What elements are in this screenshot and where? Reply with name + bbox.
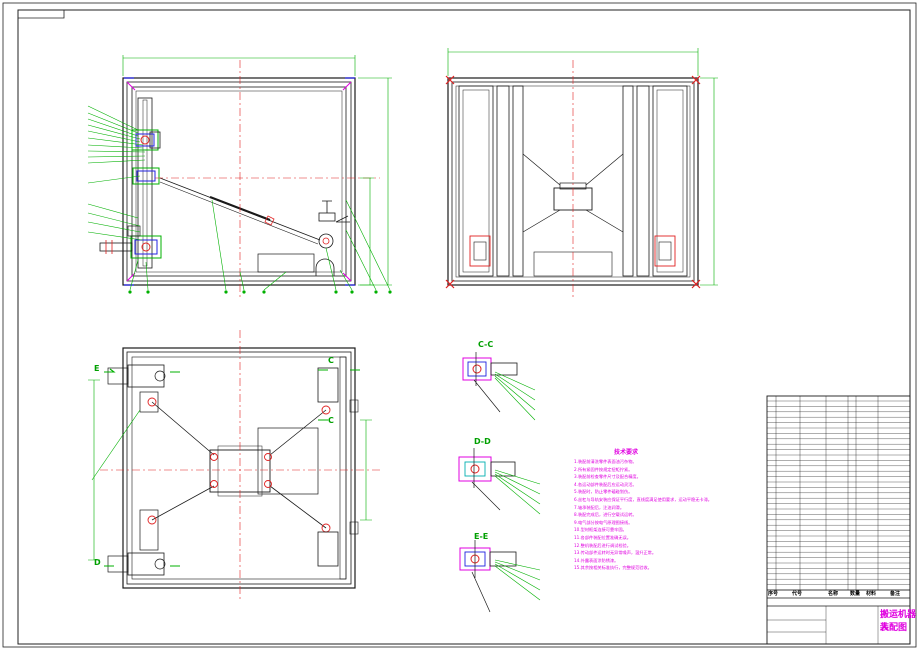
cut-mark-e-top: E: [94, 364, 100, 373]
tech-notes-title: 技术要求: [614, 449, 639, 456]
tech-note: 6.丝杠与导轨安装应保证平行度，直线度满足使用要求，运动平稳无卡滞。: [574, 496, 712, 502]
tech-note: 4.各运动部件装配后应运动灵活。: [574, 481, 637, 487]
tech-note: 2.所有紧固件按规定扭矩拧紧。: [574, 466, 633, 472]
tech-note: 11.各部件装配位置准确无误。: [574, 534, 631, 540]
tech-note: 13.传动部件运转时无异常噪声，温升正常。: [574, 550, 657, 556]
tech-note: 1.装配前清洗零件表面油污杂物。: [574, 459, 637, 464]
cut-mark-c-side: C: [328, 416, 334, 425]
tech-note: 5.装配时，防止零件磕碰划伤。: [574, 489, 633, 495]
cut-mark-d-bottom: D: [94, 558, 101, 567]
corner-tab: [18, 10, 65, 19]
side-view: [445, 48, 718, 300]
col-header-remark: 备注: [890, 591, 901, 597]
tech-note: 9.电气部分按电气原理图接线。: [574, 519, 633, 525]
col-header-material: 材料: [866, 591, 877, 597]
technical-requirements: 技术要求 1.装配前清洗零件表面油污杂物。 2.所有紧固件按规定扭矩拧紧。 3.…: [574, 447, 774, 572]
col-header-qty: 数量: [850, 591, 861, 597]
section-title-dd: D-D: [474, 437, 491, 446]
tech-note: 3.装配前检查零件尺寸及配合精度。: [574, 474, 641, 480]
parts-list: [766, 395, 911, 645]
inner-border: [17, 9, 911, 645]
tech-note: 8.装配完成后，进行空载试运转。: [574, 512, 637, 518]
top-view: [88, 330, 380, 600]
tech-note: 14.外露表面涂防锈漆。: [574, 557, 619, 563]
col-header-seq: 序号: [768, 591, 779, 597]
section-title-ee: E-E: [474, 532, 489, 541]
drawing-title-line2: 装配图: [880, 623, 908, 633]
section-dd: [458, 448, 541, 515]
cut-mark-c-top: C: [328, 356, 334, 365]
tech-note: 12.整机装配后进行调试检验。: [574, 542, 631, 548]
col-header-name: 名称: [828, 591, 839, 597]
section-cc: [462, 352, 536, 421]
front-view: [87, 55, 392, 300]
section-title-cc: C-C: [478, 340, 494, 349]
col-header-code: 代号: [792, 591, 803, 597]
tech-note: 10.型材框架连接可靠牢固。: [574, 527, 627, 533]
section-ee: [459, 540, 541, 613]
tech-note: 15.其余按相关标准执行，完整规范验收。: [574, 565, 652, 571]
drawing-title-line1: 搬运机器人: [880, 610, 917, 633]
tech-note: 7.轴承装配后，注油润滑。: [574, 504, 625, 510]
